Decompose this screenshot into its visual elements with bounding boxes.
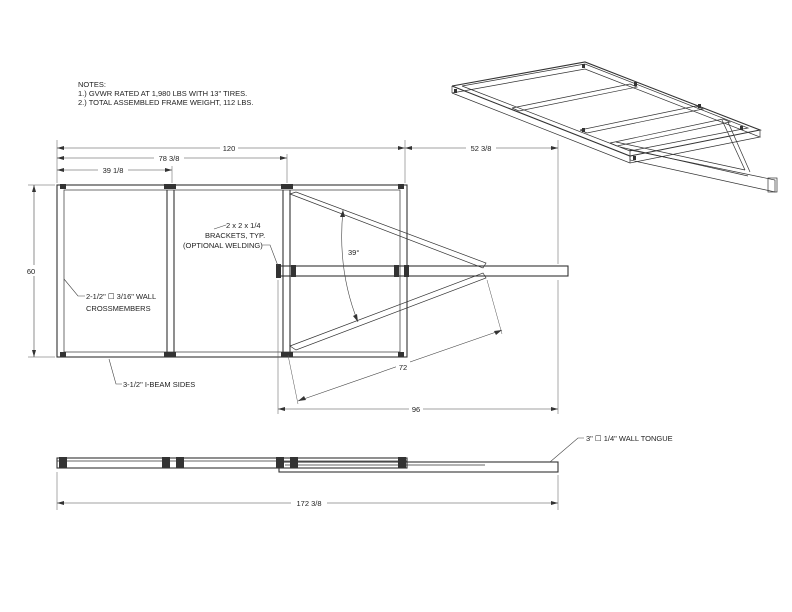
callout-crossmember-line-1: 2-1/2" ☐ 3/16" WALL [86,292,156,301]
dim-angle: 39° [348,248,359,257]
callout-sides: 3-1/2" I-BEAM SIDES [123,380,195,389]
dim-overall-frame: 120 [223,144,236,153]
dim-tongue-length: 96 [412,405,420,414]
dim-first-crossmember: 39 1/8 [103,166,124,175]
dim-second-crossmember: 78 3/8 [159,154,180,163]
notes-heading: NOTES: [78,80,106,89]
side-view: 3" ☐ 1/4" WALL TONGUE 172 3/8 [56,434,673,510]
notes-line-2: 2.) TOTAL ASSEMBLED FRAME WEIGHT, 112 LB… [78,98,253,107]
dim-diagonal-length: 72 [399,363,407,372]
callout-bracket-line-1: 2 x 2 x 1/4 [226,221,261,230]
dim-frame-width: 60 [27,267,35,276]
callout-bracket-line-3: (OPTIONAL WELDING) [183,241,263,250]
callout-bracket-line-2: BRACKETS, TYP. [205,231,265,240]
isometric-view [451,61,778,193]
callout-crossmember-line-2: CROSSMEMBERS [86,304,151,313]
top-view: 120 52 3/8 78 3/8 39 1/8 60 39° [25,140,569,414]
dim-overall-length: 172 3/8 [296,499,321,508]
dim-tongue-extension: 52 3/8 [471,144,492,153]
notes-block: NOTES: 1.) GVWR RATED AT 1,980 LBS WITH … [78,80,253,107]
callout-tongue: 3" ☐ 1/4" WALL TONGUE [586,434,673,443]
notes-line-1: 1.) GVWR RATED AT 1,980 LBS WITH 13" TIR… [78,89,247,98]
